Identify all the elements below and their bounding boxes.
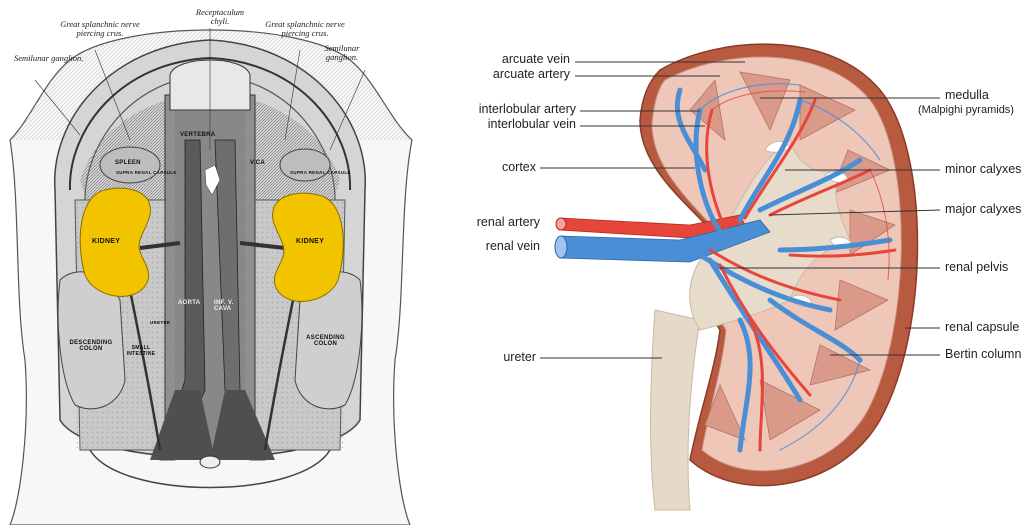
label-renal-pelvis: renal pelvis xyxy=(945,260,1008,274)
label-interlobular-vein: interlobular vein xyxy=(430,117,576,131)
label-renal-vein: renal vein xyxy=(450,239,540,253)
label-renal-capsule: renal capsule xyxy=(945,320,1019,334)
label-minor-calyxes: minor calyxes xyxy=(945,162,1021,176)
label-arcuate-artery: arcuate artery xyxy=(440,67,570,81)
label-major-calyxes: major calyxes xyxy=(945,202,1021,216)
ureter xyxy=(650,310,700,510)
label-bertin-column: Bertin column xyxy=(945,347,1021,361)
label-arcuate-vein: arcuate vein xyxy=(440,52,570,66)
label-medulla: medulla xyxy=(945,88,989,102)
label-cortex: cortex xyxy=(470,160,536,174)
label-ureter: ureter xyxy=(470,350,536,364)
label-interlobular-artery: interlobular artery xyxy=(430,102,576,116)
label-medulla-sub: (Malpighi pyramids) xyxy=(918,103,1014,117)
label-renal-artery: renal artery xyxy=(450,215,540,229)
